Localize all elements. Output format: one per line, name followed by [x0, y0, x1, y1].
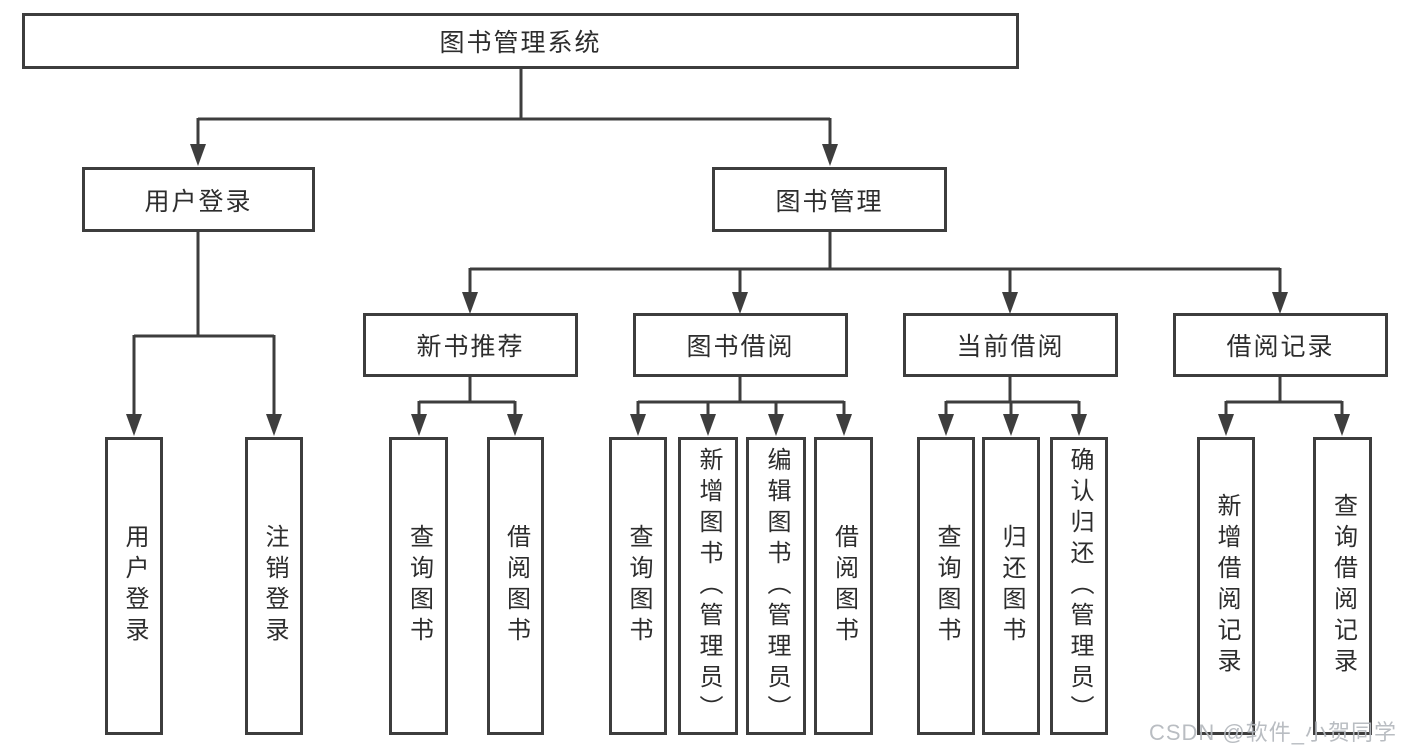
leaf-query-books-3: 查询图书 [917, 437, 975, 735]
leaf-label: 查询图书 [625, 524, 652, 648]
leaf-label: 查询图书 [933, 524, 960, 648]
connector-root-to-level2 [190, 69, 838, 166]
leaf-label: 确认归还（管理员） [1066, 446, 1093, 726]
arrow-down-icon [630, 414, 646, 436]
arrow-down-icon [700, 414, 716, 436]
arrow-down-icon [462, 292, 478, 314]
leaf-logout: 注销登录 [245, 437, 303, 735]
leaf-user-login: 用户登录 [105, 437, 163, 735]
leaf-label: 新增借阅记录 [1213, 493, 1240, 679]
node-book-borrow: 图书借阅 [633, 313, 848, 377]
arrow-down-icon [1002, 292, 1018, 314]
connector-book-mgmt-to-level3 [462, 232, 1288, 314]
leaf-label: 借阅图书 [502, 524, 530, 648]
leaf-label: 归还图书 [998, 524, 1025, 648]
node-borrow-record: 借阅记录 [1173, 313, 1388, 377]
connector-borrow-record-children [1218, 377, 1350, 436]
leaf-label: 借阅图书 [830, 524, 858, 648]
connector-new-book-children [411, 377, 523, 436]
arrow-down-icon [768, 414, 784, 436]
leaf-label: 查询借阅记录 [1329, 493, 1357, 679]
leaf-confirm-return-admin: 确认归还（管理员） [1050, 437, 1108, 735]
leaf-edit-books-admin: 编辑图书（管理员） [746, 437, 806, 735]
arrow-down-icon [1071, 414, 1087, 436]
arrow-down-icon [411, 414, 427, 436]
arrow-down-icon [266, 414, 282, 436]
arrow-down-icon [836, 414, 852, 436]
connector-current-borrow-children [938, 377, 1087, 436]
node-user-login: 用户登录 [82, 167, 315, 232]
csdn-watermark: CSDN @软件_小贺同学 [1148, 720, 1397, 745]
leaf-borrow-books-2: 借阅图书 [814, 437, 873, 735]
node-new-book-recommend: 新书推荐 [363, 313, 578, 377]
leaf-add-borrow-record: 新增借阅记录 [1197, 437, 1255, 735]
arrow-down-icon [1334, 414, 1350, 436]
leaf-query-borrow-record: 查询借阅记录 [1313, 437, 1372, 735]
arrow-down-icon [1272, 292, 1288, 314]
arrow-down-icon [507, 414, 523, 436]
arrow-down-icon [190, 144, 206, 166]
leaf-borrow-books-1: 借阅图书 [487, 437, 544, 735]
leaf-add-books-admin: 新增图书（管理员） [678, 437, 738, 735]
connector-book-borrow-children [630, 377, 852, 436]
node-root-library-system: 图书管理系统 [22, 13, 1019, 69]
connector-user-login-children [126, 232, 282, 436]
node-book-management: 图书管理 [712, 167, 947, 232]
arrow-down-icon [1218, 414, 1234, 436]
arrow-down-icon [938, 414, 954, 436]
leaf-query-books-1: 查询图书 [389, 437, 448, 735]
leaf-label: 新增图书（管理员） [695, 446, 722, 726]
arrow-down-icon [126, 414, 142, 436]
leaf-label: 用户登录 [121, 524, 148, 648]
arrow-down-icon [822, 144, 838, 166]
arrow-down-icon [732, 292, 748, 314]
leaf-label: 注销登录 [261, 524, 288, 648]
arrow-down-icon [1003, 414, 1019, 436]
leaf-label: 编辑图书（管理员） [763, 446, 790, 726]
leaf-query-books-2: 查询图书 [609, 437, 667, 735]
node-current-borrow: 当前借阅 [903, 313, 1118, 377]
leaf-label: 查询图书 [405, 524, 433, 648]
leaf-return-books: 归还图书 [982, 437, 1040, 735]
